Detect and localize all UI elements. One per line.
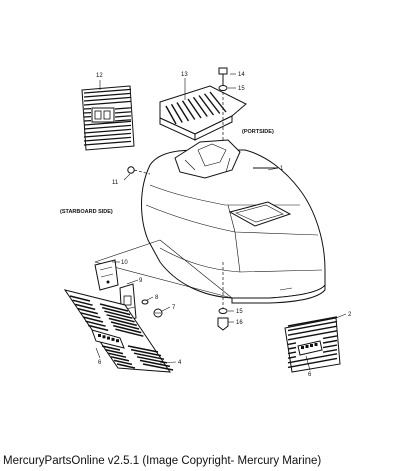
callout-15-top: 15 xyxy=(238,86,245,92)
callout-7: 7 xyxy=(172,305,176,311)
bracket-10 xyxy=(94,259,119,291)
callout-9: 9 xyxy=(139,278,143,284)
callout-14: 14 xyxy=(238,72,245,78)
washer-15-top xyxy=(218,85,228,91)
decal-4 xyxy=(63,289,174,373)
callout-6-right: 6 xyxy=(308,372,312,378)
callout-13: 13 xyxy=(181,72,188,78)
screw-16 xyxy=(217,317,229,331)
screw-7 xyxy=(153,308,163,318)
image-caption: MercuryPartsOnline v2.5.1 (Image Copyrig… xyxy=(3,455,322,467)
engine-cowl-1 xyxy=(141,139,326,304)
screw-14 xyxy=(218,67,228,86)
starboard-side-label: (STARBOARD SIDE) xyxy=(60,209,113,215)
washer-8 xyxy=(141,299,149,305)
callout-11: 11 xyxy=(112,180,119,186)
callout-8: 8 xyxy=(155,295,159,301)
callout-6-left: 6 xyxy=(98,360,102,366)
callout-2: 2 xyxy=(348,312,352,318)
callout-4: 4 xyxy=(178,360,182,366)
callout-12: 12 xyxy=(96,73,103,79)
washer-15-bottom xyxy=(218,308,228,314)
leader-lines xyxy=(95,73,347,371)
screw-11 xyxy=(127,166,151,175)
callout-1: 1 xyxy=(280,166,284,172)
portside-label: (PORTSIDE) xyxy=(242,129,274,135)
decal-12 xyxy=(81,85,135,151)
callout-15-bottom: 15 xyxy=(236,309,243,315)
exploded-parts-diagram: 12 13 14 15 1 11 10 9 8 7 15 16 4 6 2 6 … xyxy=(60,67,352,378)
callout-16: 16 xyxy=(236,320,243,326)
decal-2 xyxy=(284,316,341,373)
callout-10: 10 xyxy=(121,260,128,266)
top-cover-plate-13 xyxy=(159,85,247,141)
